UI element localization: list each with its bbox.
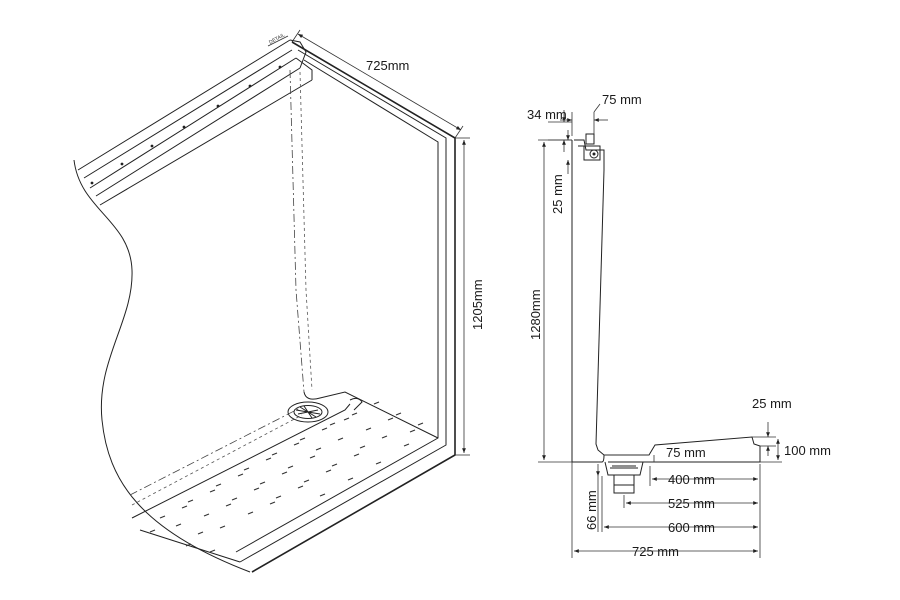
side-profile [571, 140, 761, 463]
dimension-725: 725 mm [574, 544, 758, 559]
hidden-back-edge [289, 69, 305, 393]
cutaway-edge [73, 159, 251, 573]
dimension-600-label: 600 mm [668, 520, 715, 535]
isometric-view: DETAIL [73, 29, 485, 573]
upper-gap-label: 25 mm [550, 174, 565, 214]
dimension-525-label: 525 mm [668, 496, 715, 511]
top-offset-label: 34 mm [527, 107, 567, 122]
drain-trap-icon [604, 461, 644, 494]
dimension-525: 525 mm [623, 495, 758, 511]
rail-screw-holes [90, 65, 282, 185]
floor-perforations [149, 401, 424, 553]
isometric-width-label: 725mm [366, 58, 409, 73]
floor-tray [303, 391, 439, 439]
dimension-400-label: 400 mm [668, 472, 715, 487]
drain-icon [287, 401, 329, 423]
dimension-725-label: 725 mm [632, 544, 679, 559]
top-bracket-icon [583, 133, 601, 161]
shelf-label: 75 mm [666, 445, 706, 460]
lip-label: 25 mm [752, 396, 792, 411]
total-height-label: 1280mm [528, 289, 543, 340]
drain-depth-label: 66 mm [584, 490, 599, 530]
top-width-label: 75 mm [602, 92, 642, 107]
side-panel-inner [239, 49, 447, 563]
front-height-label: 100 mm [784, 443, 831, 458]
isometric-height-label: 1205mm [470, 279, 485, 330]
top-rail [77, 39, 313, 206]
dimension-600: 600 mm [601, 476, 758, 535]
side-view: 34 mm 75 mm 25 mm 1280mm 25 mm 100 mm 75… [527, 92, 831, 559]
side-panel-outer [251, 41, 456, 573]
dimension-400: 400 mm [649, 466, 758, 487]
